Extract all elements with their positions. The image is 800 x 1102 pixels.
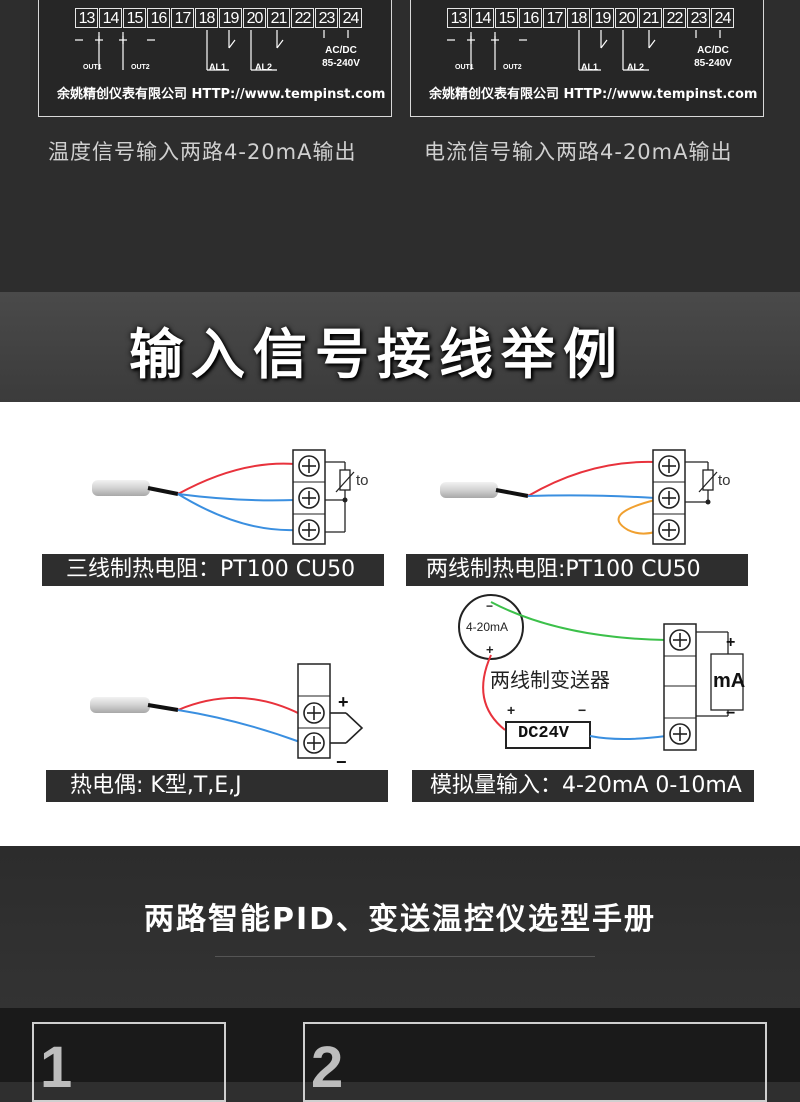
three-wire-label: 三线制热电阻：PT100 CU50 (42, 554, 384, 586)
acdc-text: AC/DC (697, 45, 729, 56)
supply-minus: − (578, 702, 587, 718)
terminal-strip: 13 14 15 16 17 18 19 20 21 22 23 24 (75, 8, 363, 28)
terminal-section: 13 14 15 16 17 18 19 20 21 22 23 24 OU (0, 0, 800, 292)
three-wire-rtd-diagram (92, 449, 355, 545)
transmitter-name: 两线制变送器 (490, 668, 610, 692)
two-wire-rtd-diagram (440, 449, 718, 545)
terminal-number: 20 (615, 8, 638, 28)
analog-input-label: 模拟量输入：4-20mA 0-10mA (412, 770, 754, 802)
terminal-number: 18 (567, 8, 590, 28)
tc-minus: − (336, 752, 347, 772)
terminal-number: 19 (219, 8, 242, 28)
section-title: 输入信号接线举例 (129, 323, 625, 386)
terminal-number: 17 (543, 8, 566, 28)
terminal-number: 15 (123, 8, 146, 28)
voltage-text: 85-240V (322, 58, 360, 69)
supply-plus: + (507, 702, 516, 718)
out1-label: OUT1 (83, 64, 102, 71)
caption-current: 电流信号输入两路4-20mA输出 (424, 140, 733, 164)
terminal-strip: 13 14 15 16 17 18 19 20 21 22 23 24 (447, 8, 735, 28)
card-1[interactable]: 1 (32, 1022, 226, 1102)
transmitter-range: 4-20mA (466, 620, 509, 634)
out2-label: OUT2 (131, 64, 150, 71)
caption-temperature: 温度信号输入两路4-20mA输出 (48, 140, 357, 164)
selection-cards: 1 2 (0, 1008, 800, 1102)
meter-minus: − (726, 705, 736, 722)
al2-label: AL2 (255, 62, 273, 72)
terminal-number: 21 (267, 8, 290, 28)
al1-label: AL1 (209, 62, 227, 72)
analog-input-diagram (458, 594, 744, 751)
power-label: AC/DC 85-240V (311, 44, 371, 70)
power-supply: DC24V (518, 724, 570, 743)
terminal-panel-temperature: 13 14 15 16 17 18 19 20 21 22 23 24 OU (38, 0, 392, 117)
transmitter-plus: + (486, 642, 494, 657)
terminal-number: 15 (495, 8, 518, 28)
meter-unit: mA (713, 670, 746, 692)
terminal-number: 13 (447, 8, 470, 28)
terminal-number: 23 (315, 8, 338, 28)
card-number: 1 (40, 1035, 73, 1100)
two-wire-label: 两线制热电阻:PT100 CU50 (406, 554, 748, 586)
terminal-number: 14 (471, 8, 494, 28)
al2-label: AL2 (627, 62, 645, 72)
terminal-number: 20 (243, 8, 266, 28)
thermocouple-diagram (90, 663, 364, 759)
card-2[interactable]: 2 (303, 1022, 767, 1102)
terminal-number: 24 (711, 8, 734, 28)
diagram-drawings (90, 449, 744, 759)
terminal-number: 16 (147, 8, 170, 28)
section-header: 输入信号接线举例 (0, 292, 800, 402)
tc-plus: + (338, 692, 349, 712)
transmitter-minus: − (486, 599, 494, 613)
manual-header: 两路智能PID、变送温控仪选型手册 (0, 846, 800, 1008)
out2-label: OUT2 (503, 64, 522, 71)
terminal-number: 22 (291, 8, 314, 28)
acdc-text: AC/DC (325, 45, 357, 56)
wiring-symbols (447, 30, 721, 71)
terminal-number: 13 (75, 8, 98, 28)
card-number: 2 (311, 1035, 344, 1100)
power-label: AC/DC 85-240V (683, 44, 743, 70)
company-line: 余姚精创仪表有限公司 HTTP://www.tempinst.com (57, 87, 386, 102)
terminal-number: 18 (195, 8, 218, 28)
terminal-number: 16 (519, 8, 542, 28)
rtd-symbol-1: to (356, 472, 369, 489)
thermocouple-label: 热电偶: K型,T,E,J (46, 770, 388, 802)
terminal-number: 19 (591, 8, 614, 28)
terminal-number: 14 (99, 8, 122, 28)
manual-title: 两路智能PID、变送温控仪选型手册 (143, 902, 657, 937)
terminal-number: 17 (171, 8, 194, 28)
wiring-diagrams: to to + − 4-20mA − + 两线制变送器 + − DC24V + … (0, 402, 800, 846)
terminal-number: 21 (639, 8, 662, 28)
meter-plus: + (726, 634, 736, 651)
rtd-symbol-2: to (718, 472, 731, 489)
out1-label: OUT1 (455, 64, 474, 71)
al1-label: AL1 (581, 62, 599, 72)
terminal-number: 22 (663, 8, 686, 28)
wiring-symbols (75, 30, 349, 71)
terminal-number: 23 (687, 8, 710, 28)
terminal-panel-current: 13 14 15 16 17 18 19 20 21 22 23 24 OU (410, 0, 764, 117)
voltage-text: 85-240V (694, 58, 732, 69)
divider (215, 956, 595, 957)
terminal-number: 24 (339, 8, 362, 28)
company-line: 余姚精创仪表有限公司 HTTP://www.tempinst.com (429, 87, 758, 102)
